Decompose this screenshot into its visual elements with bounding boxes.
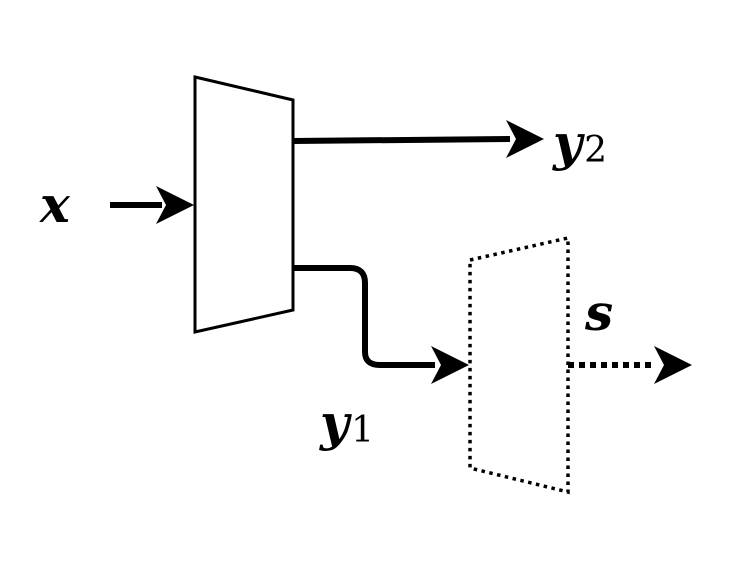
output-arrow-s-dotted [568, 346, 692, 384]
input-arrow [110, 186, 194, 224]
label-y2: y2 [552, 113, 607, 172]
label-y1: y1 [319, 393, 374, 452]
label-s: s [584, 283, 613, 342]
secondary-block-dotted [468, 235, 570, 495]
output-arrow-y2 [292, 120, 544, 158]
encoder-block [193, 75, 295, 334]
output-arrow-y1 [293, 265, 469, 384]
label-x: x [39, 175, 71, 234]
